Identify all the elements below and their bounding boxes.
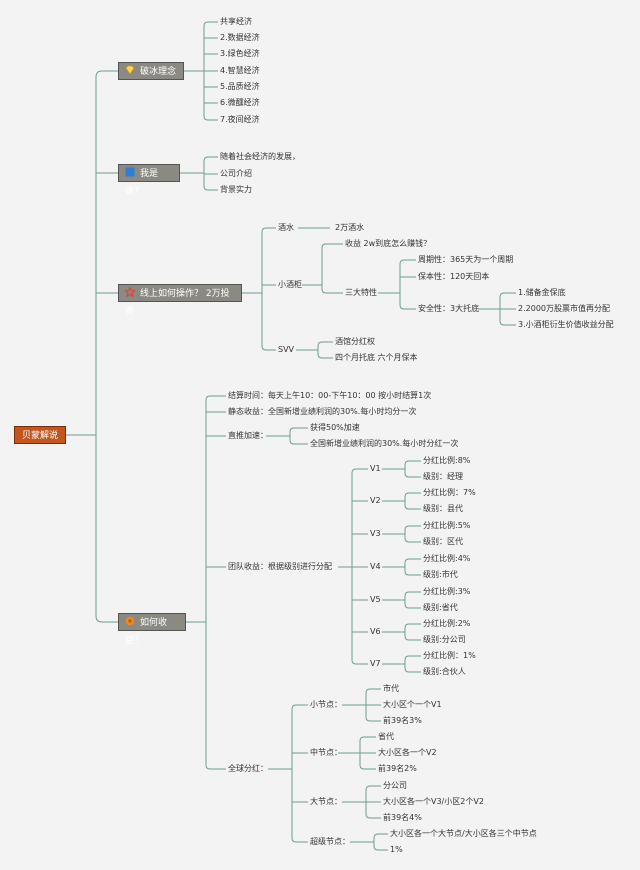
level-v[interactable]: V7	[370, 659, 381, 668]
level-rank[interactable]: 级别:合伙人	[423, 667, 466, 676]
node-tier-item[interactable]: 省代	[378, 732, 394, 741]
level-v[interactable]: V2	[370, 496, 381, 505]
branch-woshishui[interactable]: 我是谁？	[118, 164, 180, 197]
level-v[interactable]: V3	[370, 529, 381, 538]
branch-xianshang[interactable]: 线上如何操作？ 2万投资	[118, 284, 242, 317]
level-v[interactable]: V1	[370, 464, 381, 473]
woshishui-item[interactable]: 背景实力	[220, 185, 252, 194]
node-tier-item[interactable]: 分公司	[383, 781, 407, 790]
node-tier[interactable]: 中节点：	[310, 748, 342, 757]
node-tier[interactable]: 大节点：	[310, 797, 342, 806]
branch-label: 破冰理念	[140, 67, 177, 77]
level-v[interactable]: V6	[370, 627, 381, 636]
branch-pobing[interactable]: 破冰理念	[118, 62, 184, 80]
anquan-item[interactable]: 2.2000万股票市值再分配	[518, 304, 610, 313]
node-tier-item[interactable]: 大小区各一个V2	[378, 748, 437, 757]
level-v[interactable]: V5	[370, 595, 381, 604]
root-node[interactable]: 贝蒙解说	[14, 426, 66, 444]
pobing-item[interactable]: 3.绿色经济	[220, 49, 260, 58]
node-tier-item[interactable]: 市代	[383, 684, 399, 693]
node-tier-item[interactable]: 前39名4%	[383, 813, 422, 822]
svv-node[interactable]: SVV	[278, 345, 295, 354]
node-tier-item[interactable]: 大小区各一个大节点/大小区各三个中节点	[390, 829, 537, 838]
node-tier-item[interactable]: 大小区各一个V3/小区2个V2	[383, 797, 484, 806]
sanda-node[interactable]: 三大特性	[345, 288, 377, 297]
pobing-item[interactable]: 2.数据经济	[220, 33, 260, 42]
node-tier[interactable]: 小节点：	[310, 700, 342, 709]
level-rank[interactable]: 级别:分公司	[423, 635, 466, 644]
level-rank[interactable]: 级别：区代	[423, 537, 463, 546]
zhitui-item[interactable]: 获得50%加速	[310, 423, 360, 432]
jiesuan-node[interactable]: 结算时间：每天上午10：00-下午10：00 按小时结算1次	[228, 391, 432, 400]
baoben-node[interactable]: 保本性：120天回本	[418, 272, 490, 281]
woshishui-item[interactable]: 公司介绍	[220, 169, 252, 178]
level-rank[interactable]: 级别:省代	[423, 603, 458, 612]
level-ratio[interactable]: 分红比例：7%	[423, 488, 476, 497]
xjg-question[interactable]: 收益 2w到底怎么赚钱？	[345, 239, 432, 248]
pobing-item[interactable]: 5.品质经济	[220, 82, 260, 91]
quanqiu-node[interactable]: 全球分红：	[228, 764, 268, 773]
level-rank[interactable]: 级别:市代	[423, 570, 458, 579]
svv-item[interactable]: 四个月托底 六个月保本	[335, 353, 418, 362]
zhouqi-node[interactable]: 周期性：365天为一个周期	[418, 255, 514, 264]
node-tier-item[interactable]: 前39名2%	[378, 764, 417, 773]
branch-label: 我是谁？	[125, 169, 159, 197]
svv-item[interactable]: 酒馆分红权	[335, 337, 375, 346]
jiushui-node[interactable]: 酒水	[278, 223, 294, 232]
level-ratio[interactable]: 分红比例：1%	[423, 651, 476, 660]
blue-square-icon	[125, 167, 135, 177]
anquan-item[interactable]: 3.小酒柜衍生价值收益分配	[518, 320, 614, 329]
diamond-icon	[125, 65, 135, 75]
zhitui-node[interactable]: 直推加速：	[228, 431, 268, 440]
level-rank[interactable]: 级别：县代	[423, 504, 463, 513]
branch-label: 如何收益？	[125, 618, 168, 646]
xiaojiugui-node[interactable]: 小酒柜	[278, 280, 302, 289]
level-ratio[interactable]: 分红比例:8%	[423, 456, 471, 465]
tuandui-node[interactable]: 团队收益：根据级别进行分配	[228, 562, 332, 571]
node-tier-item[interactable]: 前39名3%	[383, 716, 422, 725]
jiushui-child[interactable]: 2万酒水	[335, 223, 365, 232]
node-tier[interactable]: 超级节点：	[310, 837, 350, 846]
node-tier-item[interactable]: 1%	[390, 845, 403, 854]
anquan-item[interactable]: 1.储备金保底	[518, 288, 566, 297]
anquan-node[interactable]: 安全性：3大托底	[418, 304, 480, 313]
pobing-item[interactable]: 4.智慧经济	[220, 66, 260, 75]
level-ratio[interactable]: 分红比例:2%	[423, 619, 471, 628]
branch-label: 线上如何操作？ 2万投资	[125, 289, 230, 317]
branch-shouyi[interactable]: 如何收益？	[118, 613, 186, 646]
jingtai-node[interactable]: 静态收益：全国新增业绩利润的30%.每小时均分一次	[228, 407, 417, 416]
pobing-item[interactable]: 6.微醺经济	[220, 98, 260, 107]
level-ratio[interactable]: 分红比例:4%	[423, 554, 471, 563]
node-tier-item[interactable]: 大小区个一个V1	[383, 700, 442, 709]
woshishui-item[interactable]: 随着社会经济的发展，	[220, 152, 300, 161]
level-v[interactable]: V4	[370, 562, 381, 571]
pobing-item[interactable]: 7.夜间经济	[220, 115, 260, 124]
zhitui-item[interactable]: 全国新增业绩利润的30%.每小时分红一次	[310, 439, 459, 448]
level-ratio[interactable]: 分红比例:5%	[423, 521, 471, 530]
pobing-item[interactable]: 共享经济	[220, 17, 252, 26]
level-rank[interactable]: 级别：经理	[423, 472, 463, 481]
star-icon	[125, 287, 135, 297]
orange-flower-icon	[125, 616, 135, 626]
level-ratio[interactable]: 分红比例:3%	[423, 587, 471, 596]
